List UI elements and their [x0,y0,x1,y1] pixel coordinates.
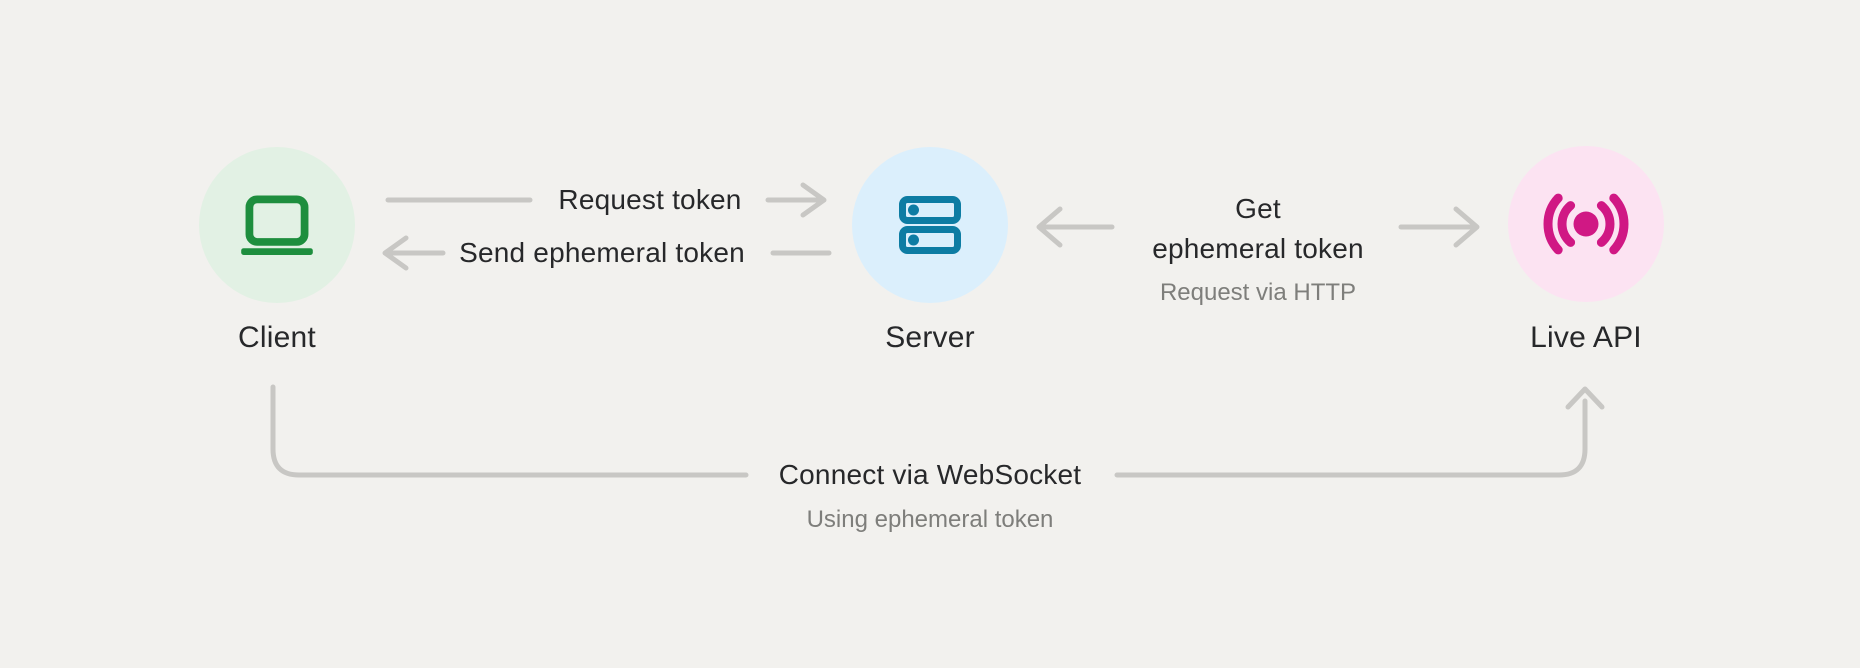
websocket-path-left [270,384,749,478]
request-token-label: Request token [558,184,742,215]
server-node-label: Server [885,321,975,354]
send-ephemeral-token-label: Send ephemeral token [459,237,745,268]
get-token-arrowhead-right [1453,206,1480,248]
get-ephemeral-token-label-line2: ephemeral token [1152,233,1364,264]
server-node [852,147,1008,303]
live-api-node [1508,146,1664,302]
request-token-arrowhead-right [800,182,827,218]
send-token-arrowhead-left [382,235,409,271]
websocket-path-right [1114,398,1588,478]
websocket-arrowhead-up [1565,386,1605,410]
get-token-arrowhead-left [1036,206,1063,248]
using-ephemeral-token-sublabel: Using ephemeral token [806,506,1054,533]
get-ephemeral-token-label-line1: Get [1235,193,1281,224]
request-via-http-sublabel: Request via HTTP [1159,279,1357,306]
client-node-label: Client [238,321,316,354]
get-ephemeral-token-label: Get ephemeral token [1152,189,1364,269]
server-rack-icon [899,196,961,254]
connect-via-websocket-label: Connect via WebSocket [778,459,1082,490]
live-api-node-label: Live API [1530,321,1642,354]
client-node [199,147,355,303]
broadcast-icon [1543,193,1629,255]
laptop-icon [241,195,313,255]
